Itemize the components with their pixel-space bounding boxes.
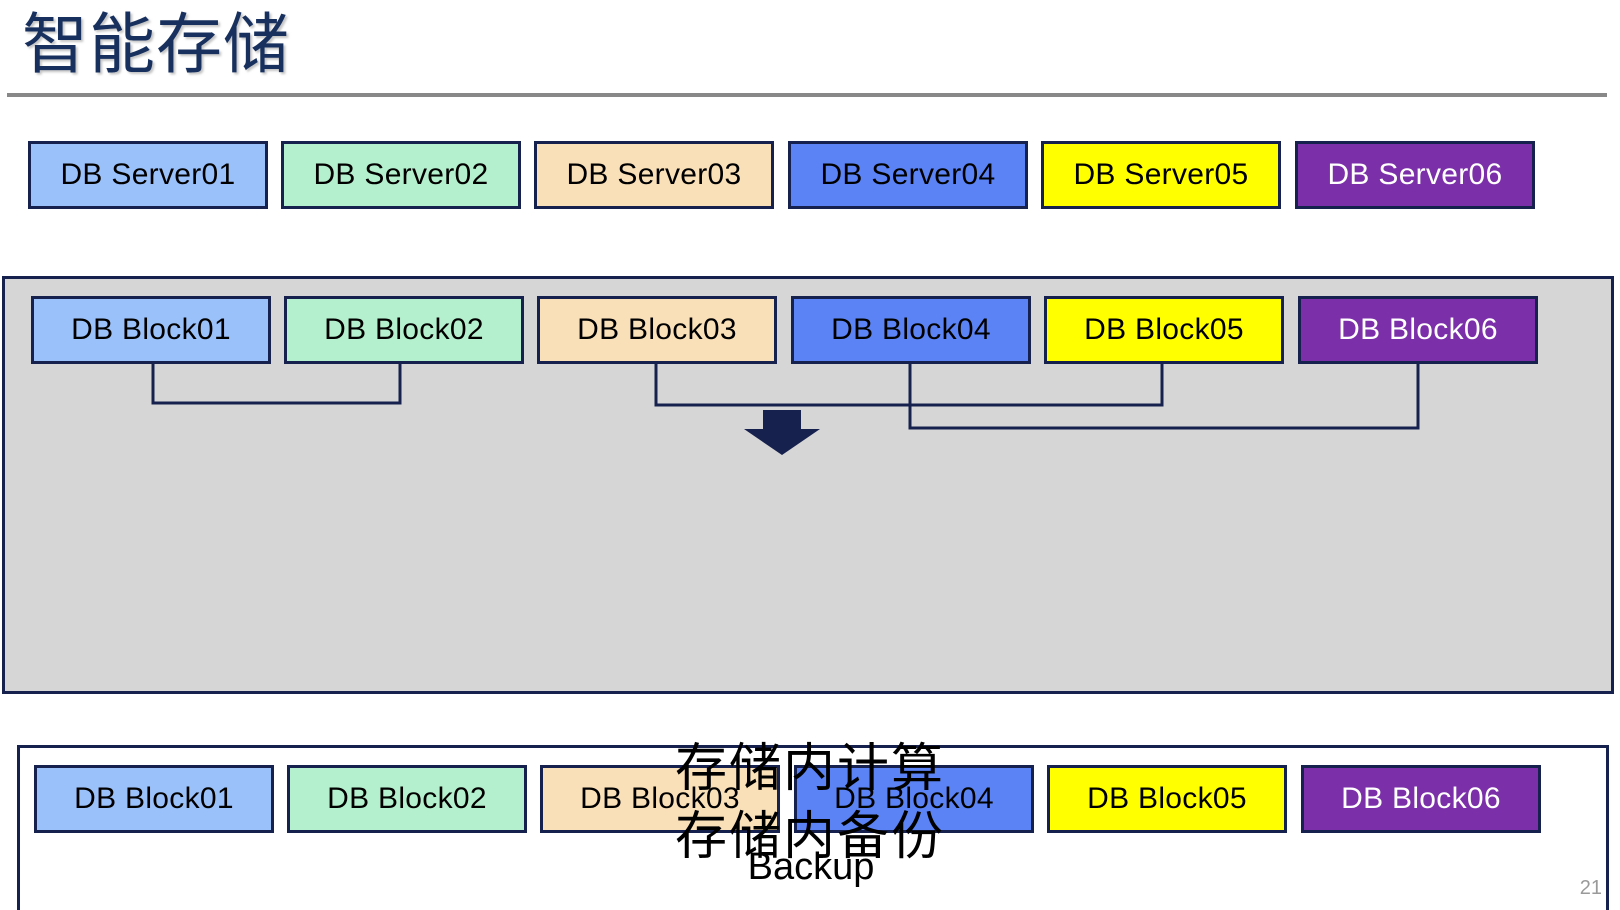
backup-label: Backup (747, 846, 875, 888)
db-block-primary-box-6[interactable]: DB Block06 (1298, 296, 1538, 364)
page-number: 21 (1579, 877, 1602, 899)
db-server-box-label: DB Server06 (1327, 158, 1503, 191)
db-block-backup-box-label: DB Block02 (327, 782, 487, 815)
db-block-primary-box-label: DB Block04 (831, 313, 991, 346)
db-block-primary-box-label: DB Block01 (71, 313, 231, 346)
db-block-primary-box-label: DB Block03 (577, 313, 737, 346)
db-server-box-2[interactable]: DB Server02 (281, 141, 521, 209)
page-title: 智能存储 (22, 7, 290, 81)
db-block-primary-box-2[interactable]: DB Block02 (284, 296, 524, 364)
db-block-backup-box-3[interactable]: DB Block03 (540, 765, 780, 833)
db-server-box-label: DB Server05 (1073, 158, 1249, 191)
caption-block: 存储内计算 存储内备份 (0, 735, 1620, 871)
title-divider (7, 93, 1607, 97)
db-block-primary-box-4[interactable]: DB Block04 (791, 296, 1031, 364)
db-block-backup-box-2[interactable]: DB Block02 (287, 765, 527, 833)
db-server-box-6[interactable]: DB Server06 (1295, 141, 1535, 209)
db-server-box-label: DB Server02 (313, 158, 489, 191)
db-block-primary-box-label: DB Block05 (1084, 313, 1244, 346)
db-block-primary-box-5[interactable]: DB Block05 (1044, 296, 1284, 364)
db-server-box-label: DB Server03 (566, 158, 742, 191)
backup-container: DB Block01 DB Block02 DB Block03 DB Block04… (17, 745, 1609, 910)
caption-line-2: 存储内备份 (674, 808, 945, 866)
db-block-backup-box-4[interactable]: DB Block04 (794, 765, 1034, 833)
db-block-primary-box-label: DB Block02 (324, 313, 484, 346)
db-block-backup-box-1[interactable]: DB Block01 (34, 765, 274, 833)
db-block-primary-box-label: DB Block06 (1338, 313, 1498, 346)
db-block-primary-box-1[interactable]: DB Block01 (31, 296, 271, 364)
db-block-backup-box-6[interactable]: DB Block06 (1301, 765, 1541, 833)
db-server-box-3[interactable]: DB Server03 (534, 141, 774, 209)
db-server-box-1[interactable]: DB Server01 (28, 141, 268, 209)
db-block-backup-box-label: DB Block05 (1087, 782, 1247, 815)
db-server-box-5[interactable]: DB Server05 (1041, 141, 1281, 209)
db-server-box-4[interactable]: DB Server04 (788, 141, 1028, 209)
caption-line-1: 存储内计算 (674, 740, 945, 798)
db-server-box-label: DB Server01 (60, 158, 236, 191)
db-block-backup-box-5[interactable]: DB Block05 (1047, 765, 1287, 833)
db-block-primary-box-3[interactable]: DB Block03 (537, 296, 777, 364)
db-block-backup-box-label: DB Block04 (834, 782, 994, 815)
db-server-box-label: DB Server04 (820, 158, 996, 191)
storage-container: DB Block01 DB Block02 DB Block03 DB Block04… (2, 276, 1614, 910)
db-block-backup-box-label: DB Block06 (1341, 782, 1501, 815)
db-block-backup-box-label: DB Block03 (580, 782, 740, 815)
db-block-backup-box-label: DB Block01 (74, 782, 234, 815)
